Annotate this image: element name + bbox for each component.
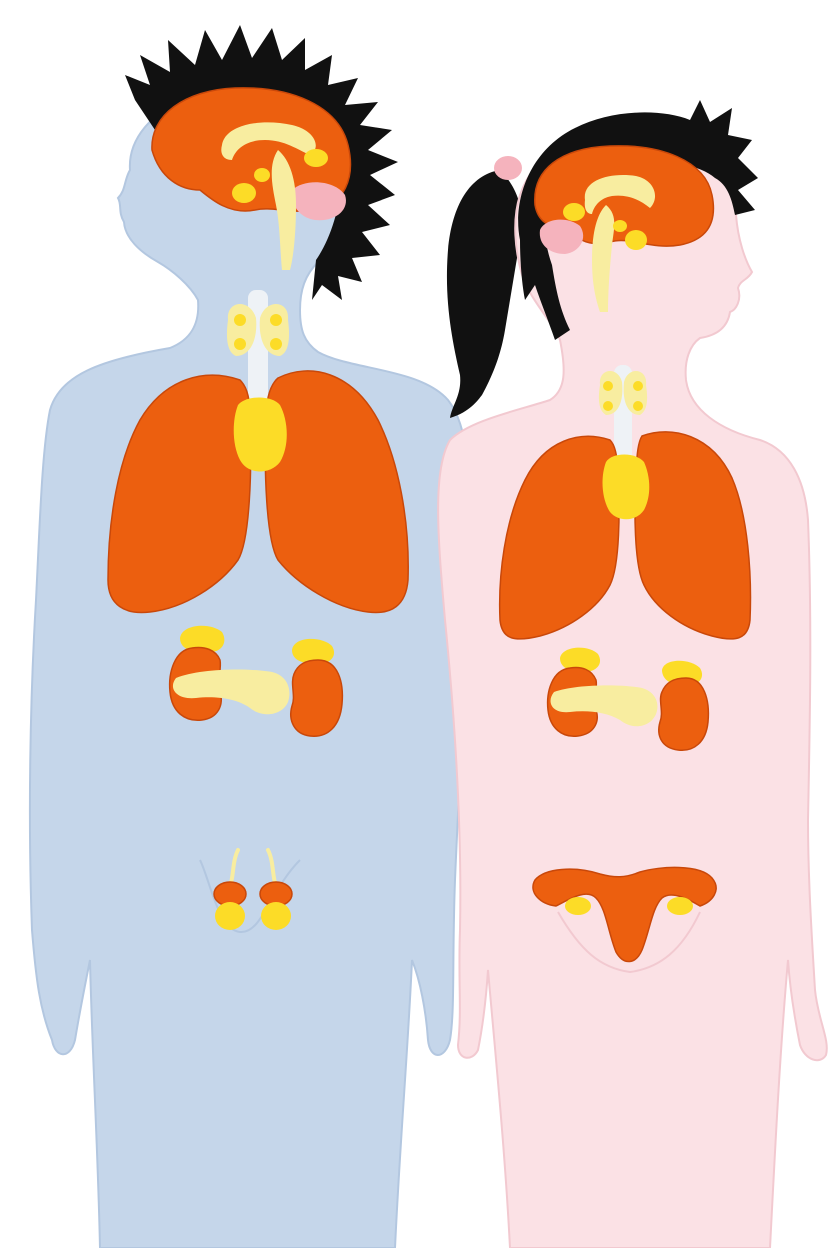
girl-hypothalamus-icon [613, 220, 627, 232]
girl-right-ovary-icon [667, 897, 693, 915]
boy-hypothalamus-icon [254, 168, 270, 182]
girl-left-ovary-icon [565, 897, 591, 915]
girl-ponytail [447, 170, 522, 418]
boy-pineal-gland-icon [304, 149, 328, 167]
boy-body-silhouette [30, 84, 469, 1248]
girl-hair-tie [494, 156, 522, 180]
girl-right-kidney-icon [659, 678, 709, 750]
boy-trachea [248, 290, 268, 410]
girl-thymus-icon [603, 455, 650, 520]
girl-pineal-gland-icon [563, 203, 585, 221]
boy-pituitary-gland-icon [232, 183, 256, 203]
boy-right-kidney-icon [291, 660, 343, 736]
girl-pituitary-gland-icon [625, 230, 647, 250]
boy-thymus-icon [234, 398, 287, 472]
girl-figure [438, 100, 827, 1248]
boy-figure [30, 25, 469, 1248]
